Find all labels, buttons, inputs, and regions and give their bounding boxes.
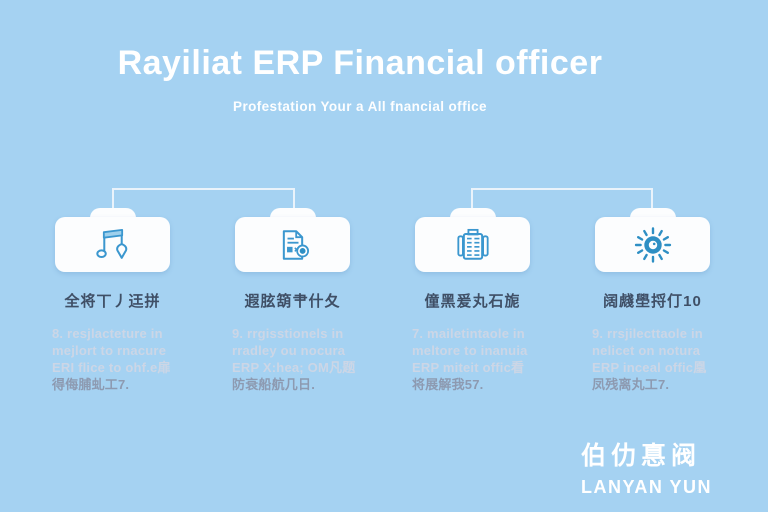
card-2-line-2: rradley ou nocura <box>232 343 346 358</box>
card-1-line-4: 得侮脯虬工7. <box>52 377 130 392</box>
card-3-line-4: 将展解我57. <box>412 377 484 392</box>
page-title: Rayiliat ERP Financial officer <box>117 44 603 82</box>
fax-list-icon <box>456 228 489 260</box>
card-4-heading: 阔虥壆捋仃10 <box>603 293 702 310</box>
card-4-body <box>595 217 710 272</box>
card-3-body <box>415 217 530 272</box>
document-badge-icon <box>282 229 309 260</box>
card-4-text: 9. rrsjilecttaole in nelicet on notura E… <box>592 325 725 393</box>
card-1-line-3: ERI flice to ohf.e扉 <box>52 360 171 375</box>
card-2-line-1: 9. rrgisstionels in <box>232 326 344 341</box>
card-2-text: 9. rrgisstionels in rradley ou nocura ER… <box>232 325 365 393</box>
sun-icon <box>634 226 671 263</box>
card-2-heading: 遐胘箶肀什夂 <box>244 293 341 310</box>
card-4-line-4: 凤残离丸工7. <box>592 377 670 392</box>
card-4-line-2: nelicet on notura <box>592 343 701 358</box>
card-1-text: 8. resjlacteture in mejlort to rnacure E… <box>52 325 185 393</box>
brand-logo: 伯仂惪阀 LANYAN YUN <box>581 436 712 498</box>
card-4 <box>595 208 710 274</box>
card-1-heading: 全将丅丿迋拼 <box>64 293 161 310</box>
brand-logo-latin: LANYAN YUN <box>580 477 712 497</box>
step-column-3: 僮黑爰丸石旎 7. mailetintaole in meltore to in… <box>400 208 545 393</box>
card-2-line-4: 防衰船航几日. <box>232 377 316 392</box>
card-3 <box>415 208 530 274</box>
step-column-1: 全将丅丿迋拼 8. resjlacteture in mejlort to rn… <box>40 208 185 393</box>
page-subtitle: Profestation Your a All fnancial office <box>233 99 487 114</box>
card-3-text: 7. mailetintaole in meltore to inanuia E… <box>412 325 545 393</box>
header: Rayiliat ERP Financial officer Profestat… <box>0 44 720 114</box>
card-3-heading: 僮黑爰丸石旎 <box>424 293 521 310</box>
card-4-line-1: 9. rrsjilecttaole in <box>592 326 703 341</box>
card-1-body <box>55 217 170 272</box>
card-3-line-3: ERP miteit offic看 <box>412 360 525 375</box>
step-column-2: 遐胘箶肀什夂 9. rrgisstionels in rradley ou no… <box>220 208 365 393</box>
card-1 <box>55 208 170 274</box>
card-3-line-1: 7. mailetintaole in <box>412 326 525 341</box>
card-2-body <box>235 217 350 272</box>
brand-logo-cjk: 伯仂惪阀 <box>580 442 701 470</box>
card-2 <box>235 208 350 274</box>
card-3-line-2: meltore to inanuia <box>412 343 528 358</box>
step-column-4: 阔虥壆捋仃10 9. rrsjilecttaole in nelicet on … <box>580 208 725 393</box>
card-1-line-1: 8. resjlacteture in <box>52 326 163 341</box>
card-1-line-2: mejlort to rnacure <box>52 343 167 358</box>
card-4-line-3: ERP inceal offic凰 <box>592 360 707 375</box>
music-note-download-icon <box>95 228 127 259</box>
card-2-line-3: ERP X:hea; OM凡题 <box>232 360 356 375</box>
